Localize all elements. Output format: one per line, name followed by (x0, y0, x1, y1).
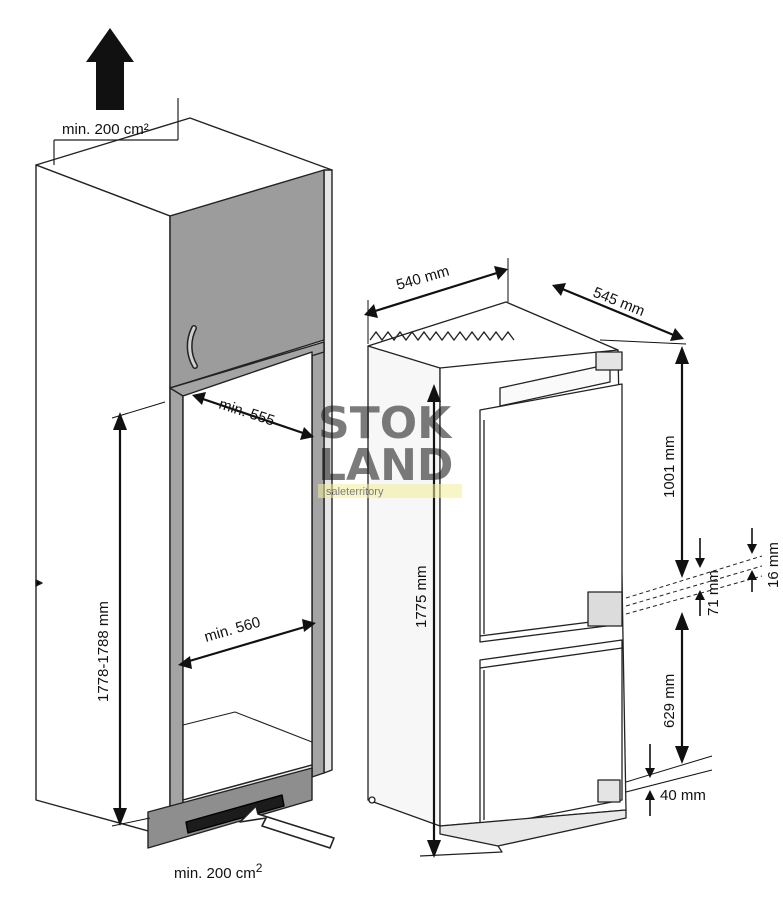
fridge-depth-label: 545 mm (591, 284, 648, 320)
niche-width-dimension (178, 619, 316, 669)
watermark-tagline: saleterritory (326, 486, 384, 498)
fridge-lower-door (479, 639, 623, 829)
gap-16-dimension (747, 528, 757, 592)
lower-door-dimension (675, 612, 689, 764)
cabinet-side-panel (35, 164, 171, 838)
control-strip (499, 363, 611, 407)
cabinet-upper-door (169, 169, 325, 389)
inflow-arrow-icon (239, 805, 335, 849)
vent-top-dimension (53, 98, 179, 165)
fridge-depth-dimension (552, 283, 687, 345)
watermark: STOK LAND saleterritory (318, 398, 462, 498)
side-marker-icon (35, 579, 43, 587)
gap-dashed-lines (625, 555, 763, 615)
niche-frame-left (169, 383, 184, 815)
vent-top-label: min. 200 cm² (62, 121, 149, 138)
up-arrow-icon (86, 28, 134, 110)
cabinet (35, 117, 333, 849)
plinth-vent (185, 794, 285, 834)
fridge-height-dimension (427, 384, 441, 858)
niche-height-label: 1778-1788 mm (95, 601, 112, 702)
gap-71-dimension (695, 538, 705, 616)
vent-bottom-label: min. 200 cm2 (174, 861, 263, 882)
upper-door-label: 1001 mm (661, 435, 678, 498)
top-hinge (595, 351, 623, 371)
fridge-width-dimension (364, 258, 509, 344)
lower-door-label: 629 mm (661, 674, 678, 728)
bottom-40-label: 40 mm (660, 787, 706, 804)
bottom-hinge (597, 779, 621, 803)
top-ribs (369, 330, 515, 342)
niche-height-dimension (111, 401, 166, 827)
fridge-height-label: 1775 mm (413, 565, 430, 628)
gap-71-label: 71 mm (705, 570, 722, 616)
niche-frame-top (169, 341, 325, 397)
upper-door-dimension (675, 346, 689, 578)
gap-16-label: 16 mm (765, 542, 782, 588)
fridge (367, 301, 627, 857)
fridge-base (439, 809, 627, 847)
bottom-40-dimension (625, 744, 713, 816)
watermark-band (318, 484, 462, 498)
middle-hinge (587, 591, 623, 627)
watermark-line2: LAND (318, 440, 453, 491)
niche-depth-dimension (192, 392, 314, 440)
watermark-line1: STOK (318, 398, 453, 449)
